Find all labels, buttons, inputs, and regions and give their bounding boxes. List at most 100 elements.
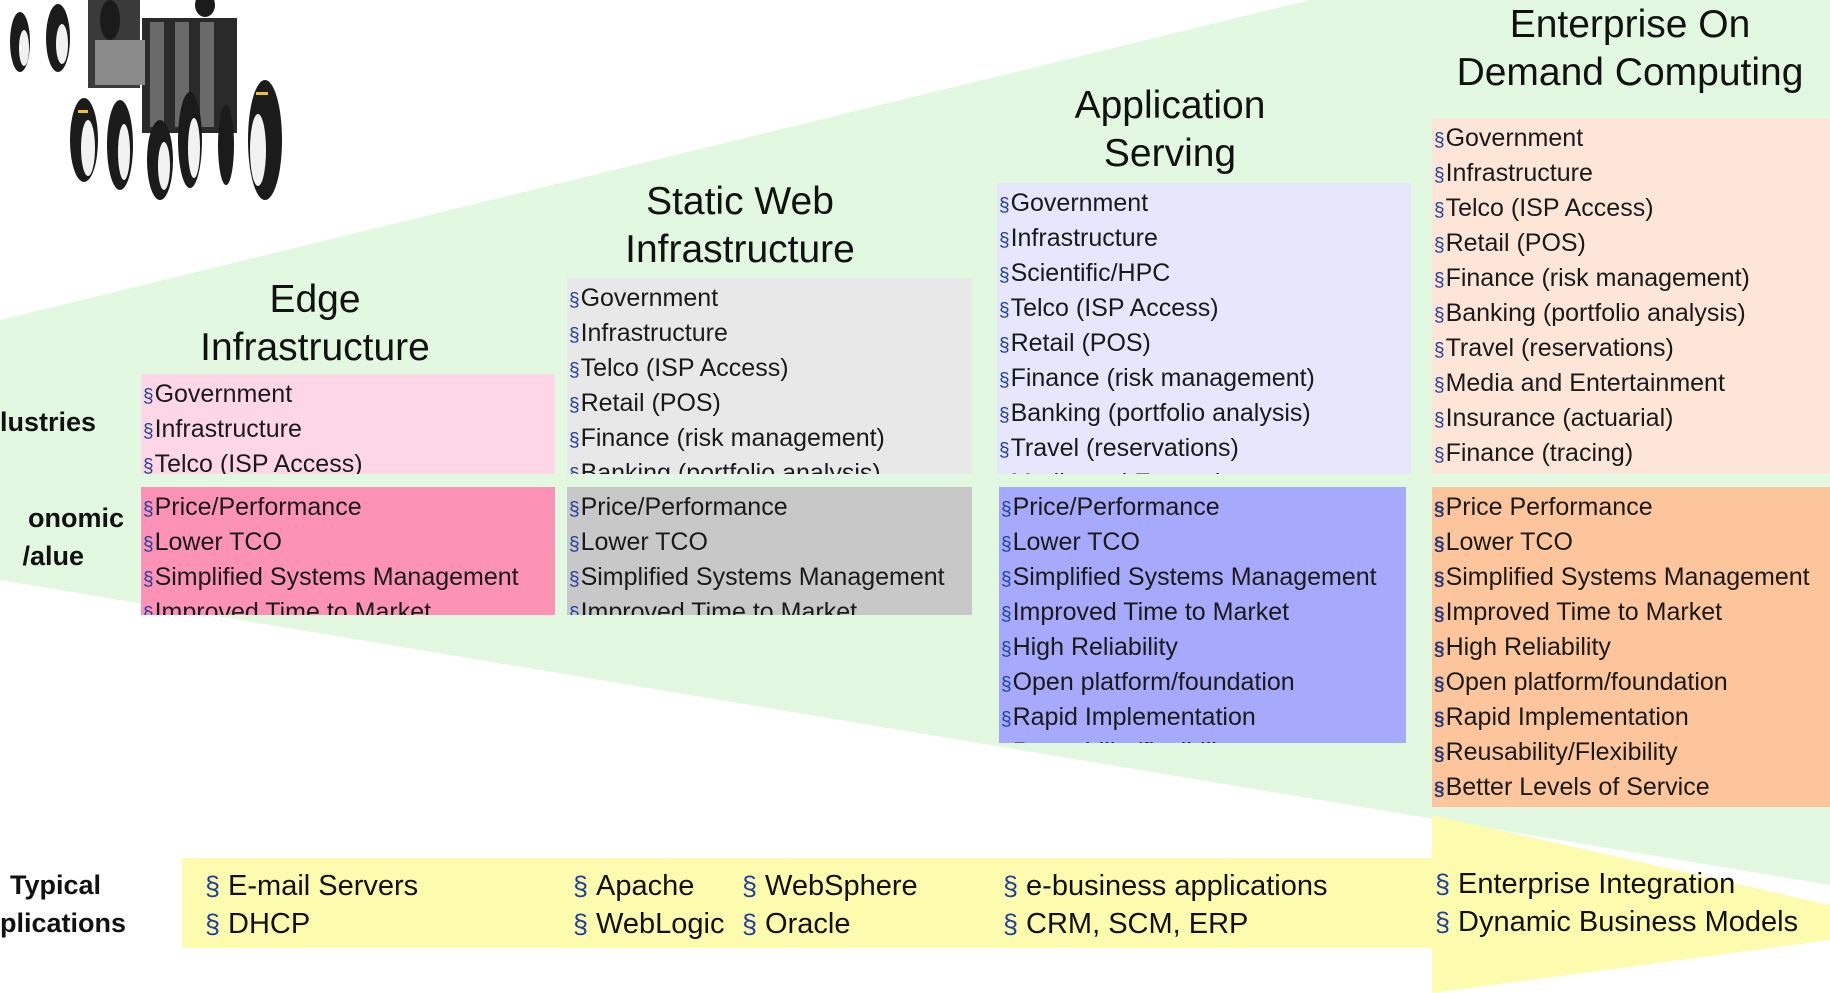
list-item-text: Media and Entertainment <box>1011 469 1290 474</box>
yellow-applications-arrow <box>1432 815 1830 993</box>
application-serving-economic-value-list: §Price/Performance§Lower TCO§Simplified … <box>999 487 1406 743</box>
bullet-icon: § <box>1434 165 1445 186</box>
list-item-text: Travel (reservations) <box>1010 434 1239 462</box>
list-item: §Lower TCO <box>143 526 555 561</box>
list-item: §Government <box>143 378 555 413</box>
bullet-icon: § <box>999 335 1010 356</box>
bullet-icon: § <box>1001 534 1012 555</box>
edge-industries-list: §Government§Infrastructure§Telco (ISP Ac… <box>141 374 555 474</box>
list-item-text: Government <box>1010 189 1149 217</box>
list-item: §Rapid Implementation <box>1434 701 1830 736</box>
enterprise-economic-value-list: §Price Performance§Lower TCO§Simplified … <box>1432 487 1830 807</box>
list-item: §Finance (risk management) <box>569 422 972 457</box>
static-web-industries-list: §Government§Infrastructure§Telco (ISP Ac… <box>567 278 972 474</box>
bullet-icon: § <box>1434 499 1445 520</box>
list-item-text: Telco (ISP Access) <box>1445 194 1654 222</box>
bullet-icon: § <box>143 421 154 442</box>
list-item-text: Improved Time to Market <box>154 598 432 615</box>
bullet-icon: § <box>569 360 580 381</box>
bullet-icon: § <box>1434 445 1445 466</box>
list-item-text: Infrastructure <box>1445 159 1593 187</box>
list-item-text: Simplified Systems Management <box>1445 563 1810 591</box>
typical-applications-band <box>182 858 1432 948</box>
bullet-icon: § <box>999 265 1010 286</box>
bullet-icon: § <box>143 569 154 590</box>
bullet-icon: § <box>1434 534 1445 555</box>
bullet-icon: § <box>143 499 154 520</box>
application-serving-typical-applications: §e-business applications §CRM, SCM, ERP <box>1003 870 1328 940</box>
bullet-icon: § <box>1434 130 1445 151</box>
list-item: §Banking (portfolio analysis) <box>1434 297 1830 332</box>
enterprise-industries-list: §Government§Infrastructure§Telco (ISP Ac… <box>1432 118 1830 474</box>
bullet-icon: § <box>1434 410 1445 431</box>
bullet-icon: § <box>569 499 580 520</box>
bullet-icon: § <box>1434 639 1445 660</box>
typical-applications-row-label: Typical plications <box>0 870 127 938</box>
list-item-text: Lower TCO <box>1445 528 1573 556</box>
list-item-text: Reusability/Flexibility <box>1445 738 1678 766</box>
list-item-text: Improved Time to Market <box>1445 598 1723 626</box>
bullet-icon: § <box>569 430 580 451</box>
list-item: §Media and Entertainment <box>999 467 1411 474</box>
bullet-icon: § <box>143 604 154 615</box>
bullet-icon: § <box>999 300 1010 321</box>
list-item-text: Insurance (actuarial) <box>1445 404 1674 432</box>
bullet-icon: § <box>999 370 1010 391</box>
list-item-text: Retail (POS) <box>580 389 721 417</box>
bullet-icon: § <box>1434 235 1445 256</box>
list-item: §Banking (portfolio analysis) <box>569 457 972 474</box>
list-item-text: High Reliability <box>1445 633 1611 661</box>
list-item: §Increased IT utilization <box>1434 806 1830 807</box>
static-web-economic-value-list: §Price/Performance§Lower TCO§Simplified … <box>567 487 972 615</box>
edge-typical-applications: §E-mail Servers §DHCP <box>205 870 419 940</box>
list-item: §Infrastructure <box>999 222 1411 257</box>
list-item: §Price/Performance <box>143 491 555 526</box>
bullet-icon: § <box>999 195 1010 216</box>
list-item-text: Banking (portfolio analysis) <box>580 459 881 474</box>
list-item-text: Lower TCO <box>154 528 282 556</box>
list-item: §Travel (reservations) <box>1434 332 1830 367</box>
static-web-typical-applications-b: §WebSphere §Oracle <box>742 870 918 940</box>
list-item: §Simplified Systems Management <box>569 561 972 596</box>
bullet-icon: § <box>569 569 580 590</box>
list-item-text: Government <box>154 380 293 408</box>
list-item-text: Retail (POS) <box>1445 229 1586 257</box>
list-item: §Government <box>569 282 972 317</box>
bullet-icon: § <box>569 290 580 311</box>
list-item-text: Government <box>1445 124 1584 152</box>
list-item-text: Banking (portfolio analysis) <box>1010 399 1311 427</box>
bullet-icon: § <box>1434 305 1445 326</box>
list-item: §Price/Performance <box>569 491 972 526</box>
list-item: §Telco (ISP Access) <box>143 448 555 474</box>
bullet-icon: § <box>1434 744 1445 765</box>
list-item: §Finance (tracing) <box>1434 437 1830 472</box>
list-item: §Simplified Systems Management <box>143 561 555 596</box>
bullet-icon: § <box>1434 270 1445 291</box>
list-item: §Lower TCO <box>1001 526 1406 561</box>
list-item: §Insurance (actuarial) <box>1434 402 1830 437</box>
bullet-icon: § <box>1001 604 1012 625</box>
list-item-text: Price/Performance <box>580 493 788 521</box>
list-item: §Infrastructure <box>1434 157 1830 192</box>
bullet-icon: § <box>1434 200 1445 221</box>
list-item-text: Finance (risk management) <box>1445 264 1750 292</box>
application-serving-industries-list: §Government§Infrastructure§Scientific/HP… <box>997 183 1411 474</box>
list-item-text: Retail (POS) <box>1010 329 1151 357</box>
list-item: §Simplified Systems Management <box>1001 561 1406 596</box>
list-item: §High Reliability <box>1001 631 1406 666</box>
list-item-text: Improved Time to Market <box>1012 598 1290 626</box>
list-item: §Open platform/foundation <box>1001 666 1406 701</box>
list-item-text: Finance (risk management) <box>580 424 885 452</box>
list-item-text: Telco (ISP Access) <box>580 354 789 382</box>
bullet-icon: § <box>999 230 1010 251</box>
edge-economic-value-list: §Price/Performance§Lower TCO§Simplified … <box>141 487 555 615</box>
list-item: §Price/Performance <box>1001 491 1406 526</box>
bullet-icon: § <box>143 534 154 555</box>
bullet-icon: § <box>1001 674 1012 695</box>
list-item: §Open platform/foundation <box>1434 666 1830 701</box>
static-web-typical-applications-a: §Apache §WebLogic <box>573 870 725 940</box>
list-item-text: Rapid Implementation <box>1012 703 1256 731</box>
